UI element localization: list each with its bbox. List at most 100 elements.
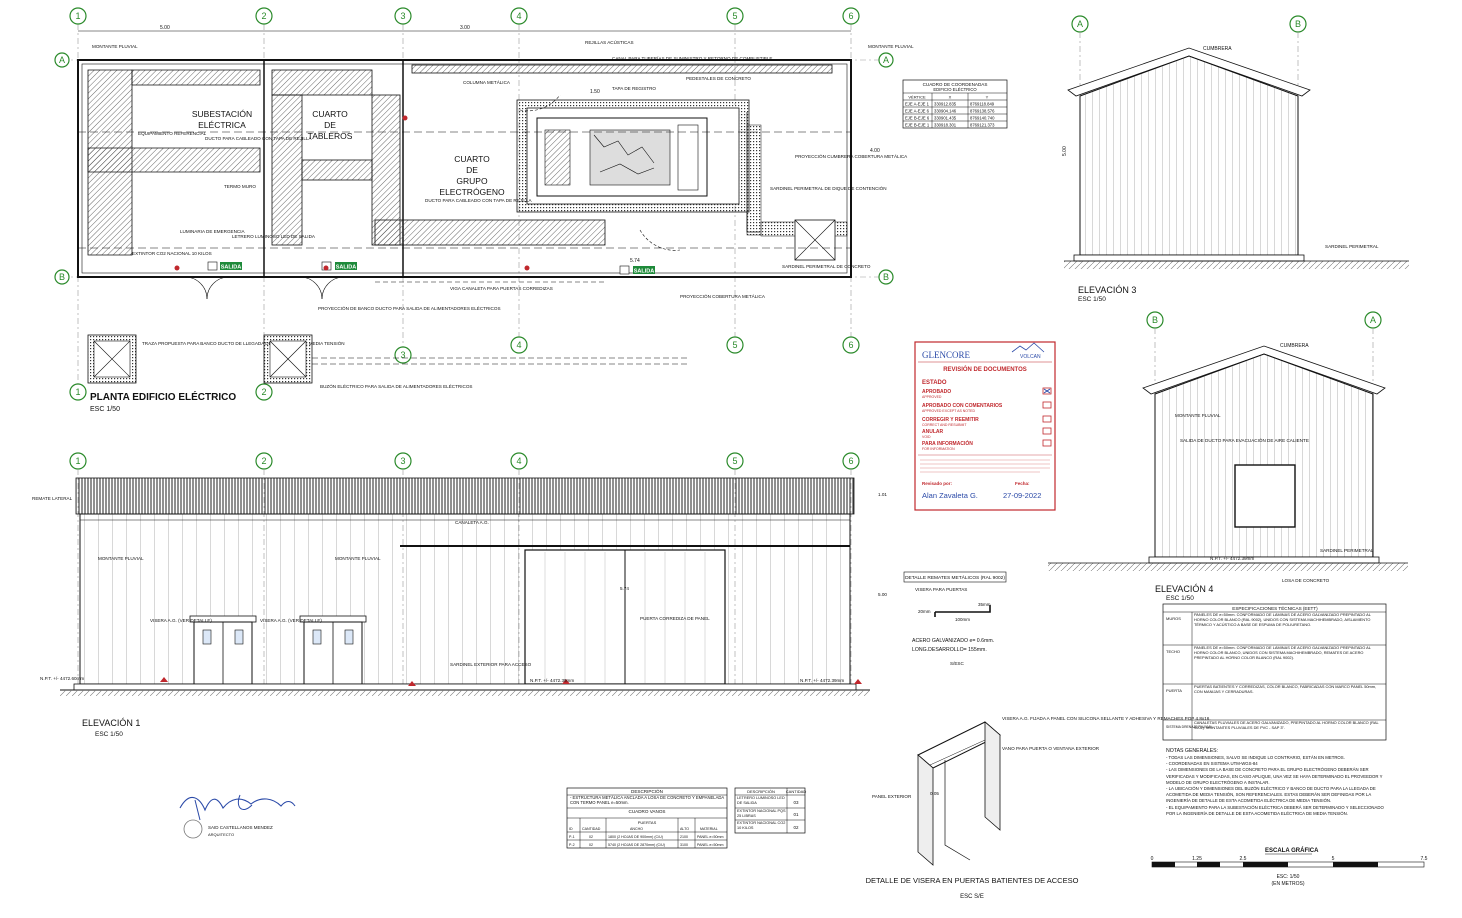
note-downspout-2: MONTANTE PLUVIAL	[868, 44, 914, 49]
elev1-npt-1: N.P.T. +/- 4472.60mm	[40, 676, 84, 681]
stamp-brand2: VOLCAN	[1020, 354, 1041, 360]
scale-tick: 5	[1332, 856, 1335, 862]
stamp-option-approved: APROBADO	[922, 389, 951, 395]
stamp-fine-print	[920, 459, 1050, 473]
manholes	[87, 334, 690, 384]
dim-top: 5.00	[160, 25, 170, 31]
plan-scale: ESC 1/50	[90, 406, 120, 413]
signature-role: ARQUITECTO	[208, 832, 234, 837]
equip-col-qty: CANTIDAD	[786, 789, 807, 794]
elev1-door-note: PUERTA CORREDIZA DE PANEL	[640, 616, 710, 621]
signature-scribble-icon	[179, 797, 296, 812]
note-curb: SARDINEL PERIMETRAL DE CONCRETO	[782, 264, 871, 269]
note-fuel-canal: CANAL PARA TUBERÍAS DE SUMINISTRO Y RETO…	[612, 55, 772, 61]
stamp-checkboxes	[1042, 387, 1052, 447]
specs-table: ESPECIFICACIONES TÉCNICAS (EETT) MUROS T…	[1162, 603, 1387, 741]
professional-seal-icon	[183, 819, 203, 839]
equip-cell: EXTINTOR NACIONAL PQS 25 LIBRAS	[737, 809, 786, 818]
stamp-option-info: PARA INFORMACIÓN	[922, 439, 973, 447]
note-mv-duct-bank: TRAZA PROPUESTA PARA BANCO DUCTO DE LLEG…	[142, 340, 345, 346]
coord-cell: 330901.435	[934, 116, 957, 121]
door-schedule: DESCRIPCIÓN - ESTRUCTURA METÁLICA ANCLAD…	[566, 787, 728, 849]
note-duct-2: DUCTO PARA CABLEADO CON TAPA DE REJILLA	[425, 198, 532, 203]
note-downspout-1: MONTANTE PLUVIAL	[92, 44, 138, 49]
elev4-title: ELEVACIÓN 4	[1155, 584, 1213, 594]
note-gutter-beam: VIGA CANALETA PARA PUERTAS CORREDIZAS	[450, 286, 553, 291]
elev1-downspout-1: MONTANTE PLUVIAL	[98, 556, 144, 561]
coord-header-vertex: VÉRTICE	[908, 95, 926, 100]
grid-label-1-bottom: 1	[75, 387, 80, 397]
elev1-grid-5: 5	[732, 456, 737, 466]
elev1-title: ELEVACIÓN 1	[82, 718, 140, 728]
coord-cell: 330904.146	[934, 109, 957, 114]
spec-value-walls: PANELES DE e=50mm. CONFORMADO DE LÁMINAS…	[1194, 613, 1371, 627]
spec-key-roof: TECHO	[1166, 649, 1180, 654]
equipment-table: DESCRIPCIÓN CANTIDAD LETRERO LUMINOSO LE…	[734, 787, 807, 834]
door-desc-title: DESCRIPCIÓN	[631, 788, 663, 794]
canopy-note-1: VISERA A.G. FIJADA A PANEL CON SILICONA …	[1002, 716, 1211, 721]
grid-label-3-bottom: 3	[400, 350, 405, 360]
coord-cell: 330912.835	[934, 102, 957, 107]
elev4-downspout: MONTANTE PLUVIAL	[1175, 413, 1221, 418]
note-thermal-wall: TERMO MURO	[224, 184, 256, 189]
note-registry-lid: TAPA DE REGISTRO	[612, 86, 656, 91]
plan-doors	[184, 276, 605, 300]
door-cell: P-1	[569, 835, 575, 839]
stamp-option-correct: CORREGIR Y REEMITIR	[922, 417, 979, 423]
trim-scale: S/ESC	[950, 661, 964, 666]
room-panels-line1: CUARTO	[312, 109, 348, 119]
elev1-canopy-1: VISERA A.G. (VER DETALLE)	[150, 618, 212, 623]
checkbox-approved-mark	[1043, 388, 1051, 394]
grid-label-a-left: A	[59, 55, 65, 65]
trim-detail: DETALLE REMATES METÁLICOS (RAL 9002) VIS…	[903, 571, 1007, 666]
stamp-option-comments: APROBADO CON COMENTARIOS	[922, 403, 1003, 409]
elev3-curb: SARDINEL PERIMETRAL	[1325, 244, 1379, 249]
door-cell: PANEL e=50mm	[697, 835, 723, 839]
exit-sign-1: SALIDA	[221, 265, 242, 271]
scale-tick: 1.25	[1192, 856, 1202, 862]
elev1-grid-4: 4	[516, 456, 521, 466]
scale-tick: 0	[1151, 856, 1154, 862]
door-cell: 3100	[680, 843, 688, 847]
note-item: - LA UBICACIÓN Y DIMENSIONES DEL BUZÓN E…	[1166, 786, 1376, 804]
coordinate-table: CUADRO DE COORDENADAS EDIFICIO ELÉCTRICO…	[902, 79, 1008, 129]
scale-title: ESCALA GRÁFICA	[1265, 847, 1319, 854]
door-col-id: ID	[569, 827, 573, 831]
stamp-brand: GLENCORE	[922, 350, 970, 360]
grid-label-4-bottom: 4	[516, 340, 521, 350]
door-cell: 02	[589, 843, 593, 847]
spec-key-door: PUERTA	[1166, 688, 1182, 693]
door-col-height: ALTO	[680, 827, 689, 831]
coord-cell: 8769140.740	[970, 116, 995, 121]
note-ridge-projection: PROYECCIÓN CUMBRERA COBERTURA METÁLICA	[795, 153, 908, 159]
spec-key-walls: MUROS	[1166, 616, 1181, 621]
elevation-3: A B CUMBRERA SARDINEL PERIMETRAL 5.00 EL…	[1062, 15, 1409, 303]
elev1-height: 5.00	[878, 592, 887, 597]
trim-note-2: LONG.DESARROLLO= 155mm.	[912, 647, 987, 653]
scale-tick: 2.5	[1240, 856, 1247, 862]
door-desc: - ESTRUCTURA METÁLICA ANCLADA A LOSA DE …	[570, 795, 724, 805]
checkbox-info	[1042, 439, 1052, 447]
trim-detail-title: DETALLE REMATES METÁLICOS (RAL 9002)	[905, 574, 1005, 581]
room-substation-line1: SUBESTACIÓN	[192, 109, 252, 119]
mountain-logo-icon	[1011, 342, 1045, 353]
grid-label-5: 5	[732, 11, 737, 21]
equip-cell: EXTINTOR NACIONAL CO2 10 KILOS	[737, 821, 786, 830]
door-col-width: ANCHO	[630, 827, 643, 831]
roof-panels	[75, 477, 855, 515]
elev3-grid-b: B	[1295, 19, 1301, 29]
graphic-scale: ESCALA GRÁFICA 0 1.25 2.5 5 7.5 ESC: 1/5…	[1151, 847, 1428, 887]
note-duct-bank-exit: PROYECCIÓN DE BANCO DUCTO PARA SALIDA DE…	[318, 305, 501, 311]
elev4-curb: SARDINEL PERIMETRAL	[1320, 548, 1374, 553]
spec-value-door: PUERTAS BATIENTES Y CORREDIZAS, COLOR BL…	[1194, 685, 1377, 694]
elev4-duct-note: SALIDA DE DUCTO PARA EVACUACIÓN DE AIRE …	[1180, 437, 1309, 443]
door-cell: 1800 (2 HOJAS DE 900mm) (C/U)	[608, 835, 663, 839]
extinguisher-markers	[174, 115, 530, 271]
stamp-reviewed-label: Revisado por:	[922, 481, 953, 486]
stamp-option-correct-sub: CORRECT AND RESUBMIT	[922, 423, 967, 427]
elevation-1: 1 2 3 4 5 6	[32, 452, 887, 738]
coord-cell: EJE A-EJE 1	[905, 102, 930, 107]
trim-dim-1: 20mm	[918, 609, 931, 614]
note-duct-1: DUCTO PARA CABLEADO CON TAPA DE REJILLA	[205, 136, 312, 141]
door-cell: PANEL e=50mm	[697, 843, 723, 847]
